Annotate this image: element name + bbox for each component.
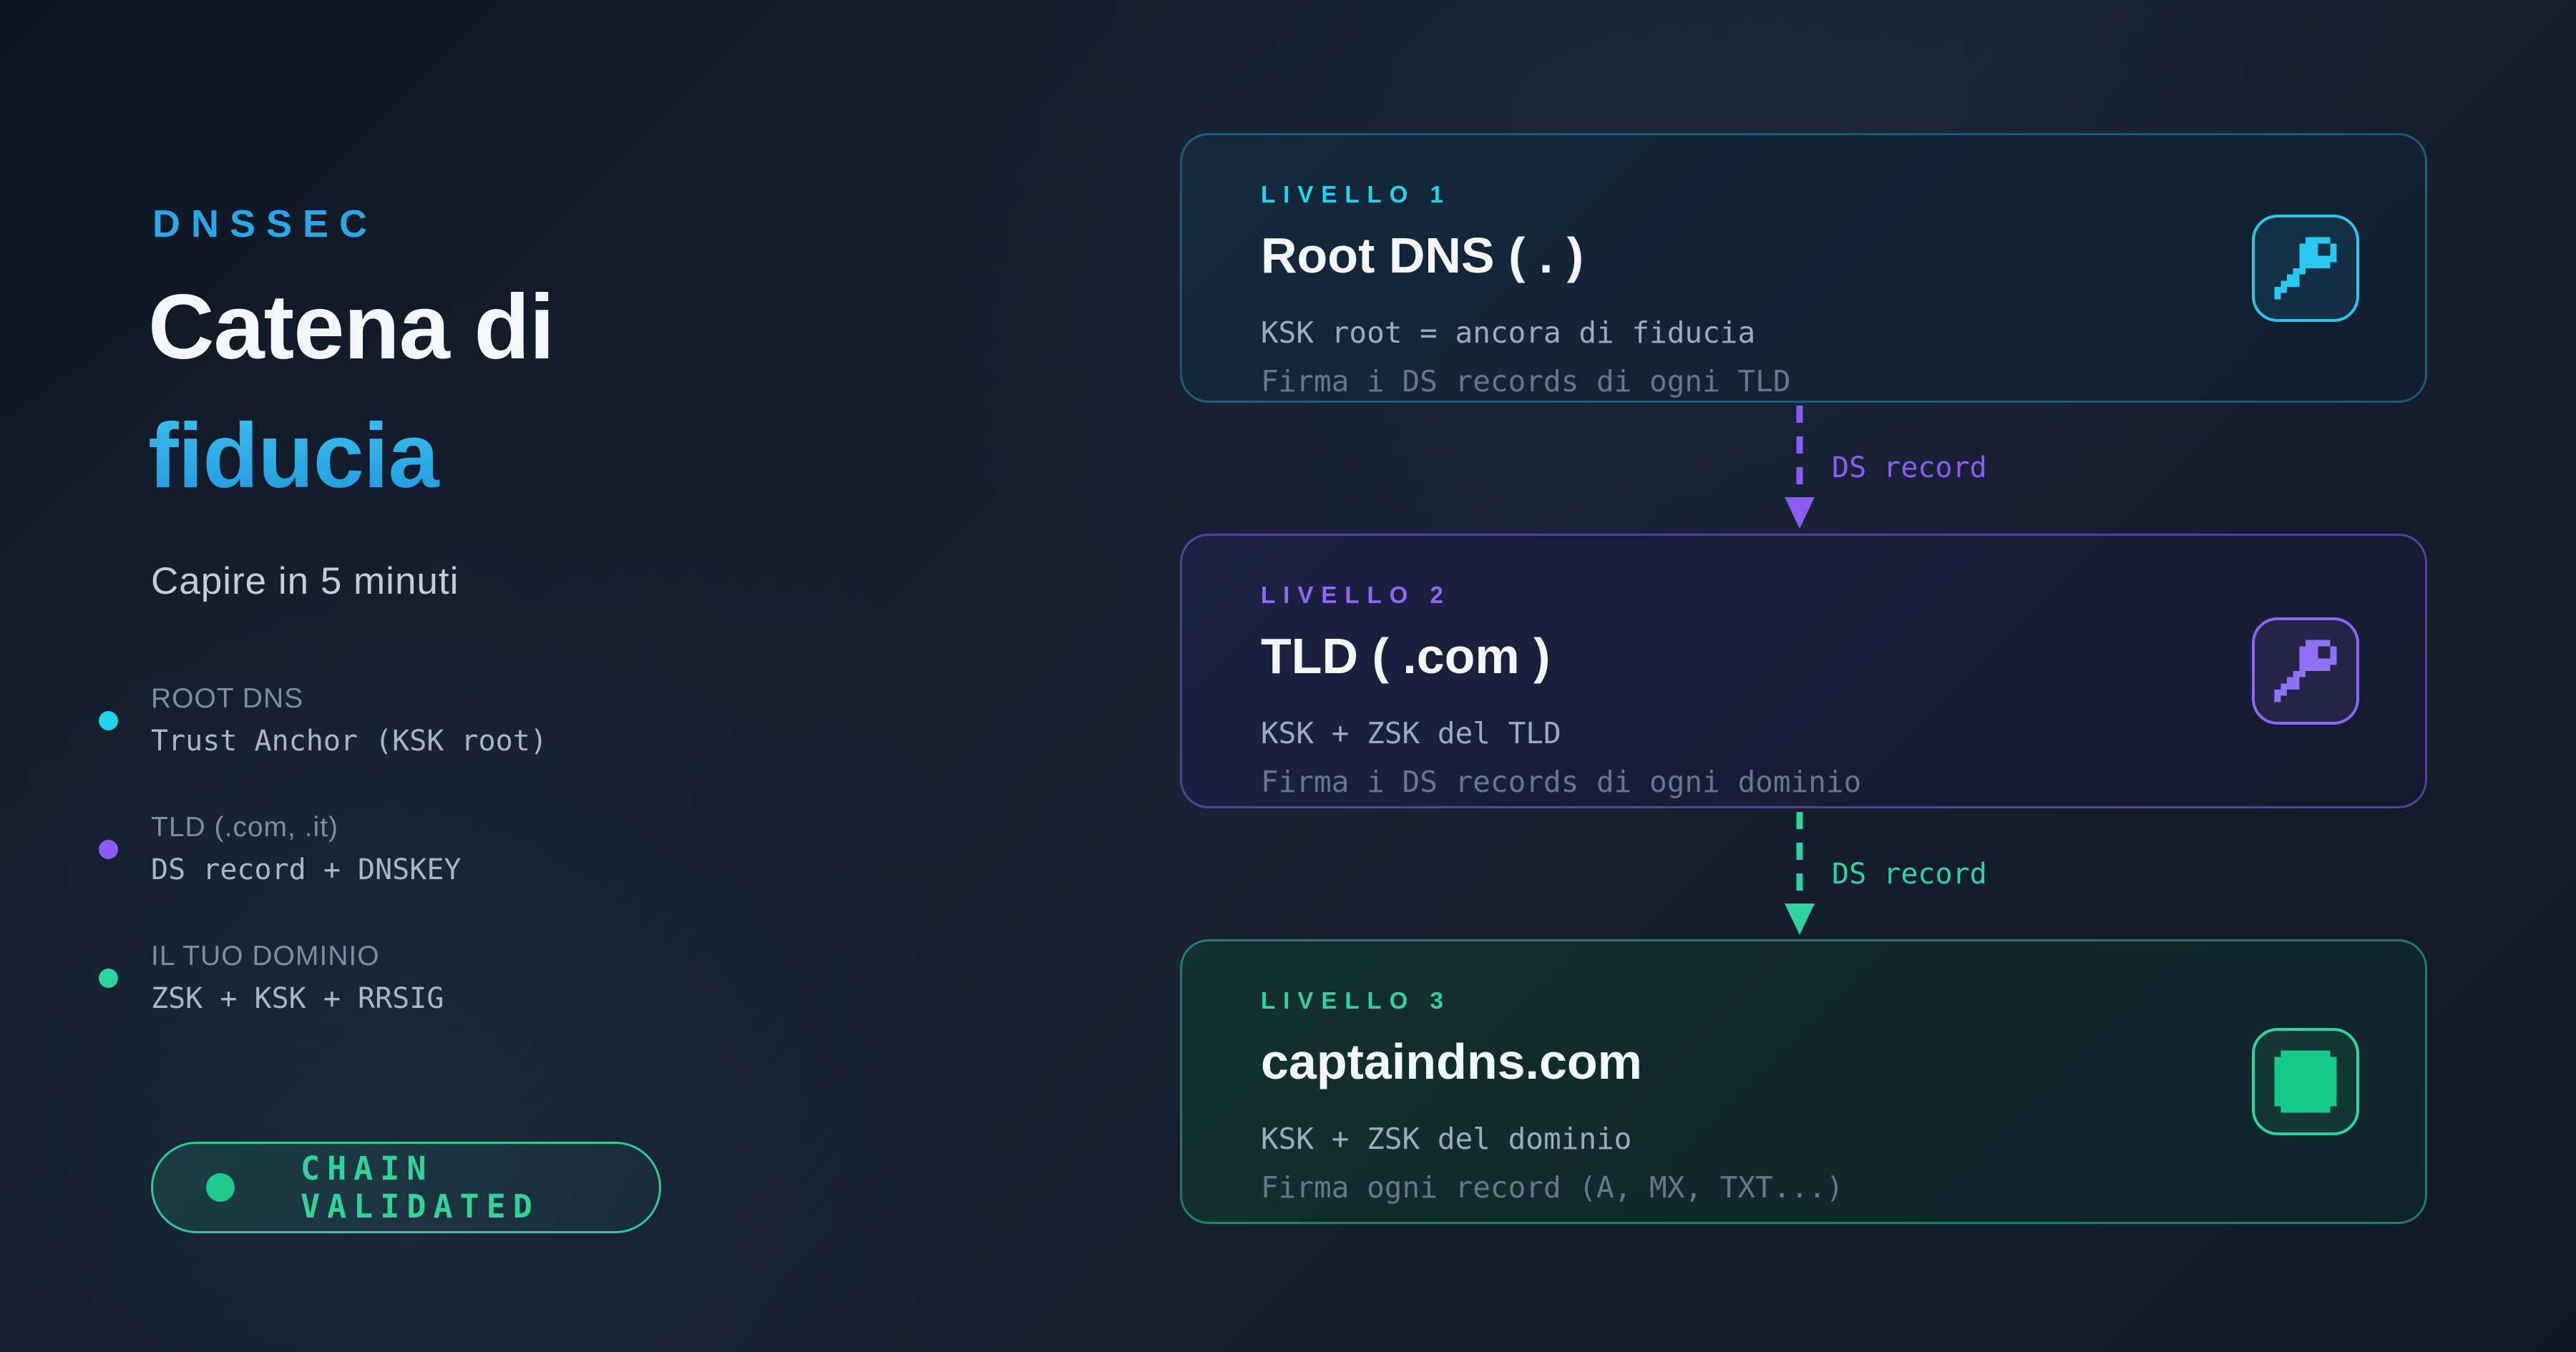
level-3-line1: KSK + ZSK del dominio xyxy=(1261,1122,1632,1156)
legend-text: IL TUO DOMINIO ZSK + KSK + RRSIG xyxy=(151,936,444,1020)
legend-label: ROOT DNS xyxy=(151,683,304,714)
level-2-line1: KSK + ZSK del TLD xyxy=(1261,716,1561,750)
legend-item-tld: TLD (.com, .it) DS record + DNSKEY xyxy=(99,807,547,891)
level-2-title: TLD ( .com ) xyxy=(1261,628,1551,684)
subtitle: Capire in 5 minuti xyxy=(151,560,459,602)
key-icon-box xyxy=(2252,214,2359,322)
level-1-line1: KSK root = ancora di fiducia xyxy=(1261,315,1756,350)
down-arrow-icon xyxy=(1785,406,1815,529)
status-dot-icon xyxy=(206,1173,235,1202)
level-1-line2: Firma i DS records di ogni TLD xyxy=(1261,364,1791,398)
level-2-line2: Firma i DS records di ogni dominio xyxy=(1261,765,1862,799)
pixel-key-icon xyxy=(2274,640,2337,702)
ds-record-connector-1: DS record xyxy=(1783,404,1987,532)
brand-label: DNSSEC xyxy=(152,202,379,245)
down-arrow-icon xyxy=(1785,811,1815,935)
green-bullet-icon xyxy=(99,968,118,988)
connector-label: DS record xyxy=(1832,857,1987,891)
page-title: Catena di fiducia xyxy=(148,263,555,521)
level-1-card: LIVELLO 1 Root DNS ( . ) KSK root = anco… xyxy=(1180,133,2427,403)
level-1-title: Root DNS ( . ) xyxy=(1261,227,1584,283)
legend-detail: DS record + DNSKEY xyxy=(151,853,462,886)
title-line-1: Catena di xyxy=(148,276,555,378)
level-3-eyebrow: LIVELLO 3 xyxy=(1261,987,1451,1014)
legend-label: IL TUO DOMINIO xyxy=(151,941,380,971)
chain-validated-badge: CHAIN VALIDATED xyxy=(151,1142,661,1233)
pixel-key-icon xyxy=(2274,237,2337,299)
cyan-bullet-icon xyxy=(99,710,118,730)
legend-text: TLD (.com, .it) DS record + DNSKEY xyxy=(151,807,461,891)
ds-record-connector-2: DS record xyxy=(1783,810,1987,937)
legend-label: TLD (.com, .it) xyxy=(151,812,339,843)
badge-label: CHAIN VALIDATED xyxy=(301,1150,540,1225)
legend-text: ROOT DNS Trust Anchor (KSK root) xyxy=(151,678,547,763)
legend-item-root-dns: ROOT DNS Trust Anchor (KSK root) xyxy=(99,678,547,763)
legend-detail: Trust Anchor (KSK root) xyxy=(151,725,547,758)
level-3-line2: Firma ogni record (A, MX, TXT...) xyxy=(1261,1170,1844,1205)
level-3-title: captaindns.com xyxy=(1261,1034,1642,1089)
shield-icon-box xyxy=(2252,1028,2359,1135)
purple-bullet-icon xyxy=(99,839,118,859)
legend-list: ROOT DNS Trust Anchor (KSK root) TLD (.c… xyxy=(99,678,547,1064)
level-2-card: LIVELLO 2 TLD ( .com ) KSK + ZSK del TLD… xyxy=(1180,534,2427,808)
level-3-card: LIVELLO 3 captaindns.com KSK + ZSK del d… xyxy=(1180,939,2427,1224)
pixel-shield-icon xyxy=(2274,1050,2337,1113)
connector-label: DS record xyxy=(1832,451,1987,484)
legend-item-your-domain: IL TUO DOMINIO ZSK + KSK + RRSIG xyxy=(99,936,547,1020)
title-line-2: fiducia xyxy=(148,392,554,521)
legend-detail: ZSK + KSK + RRSIG xyxy=(151,982,444,1015)
level-1-eyebrow: LIVELLO 1 xyxy=(1261,181,1451,207)
level-2-eyebrow: LIVELLO 2 xyxy=(1261,582,1451,608)
key-icon-box xyxy=(2252,617,2359,725)
